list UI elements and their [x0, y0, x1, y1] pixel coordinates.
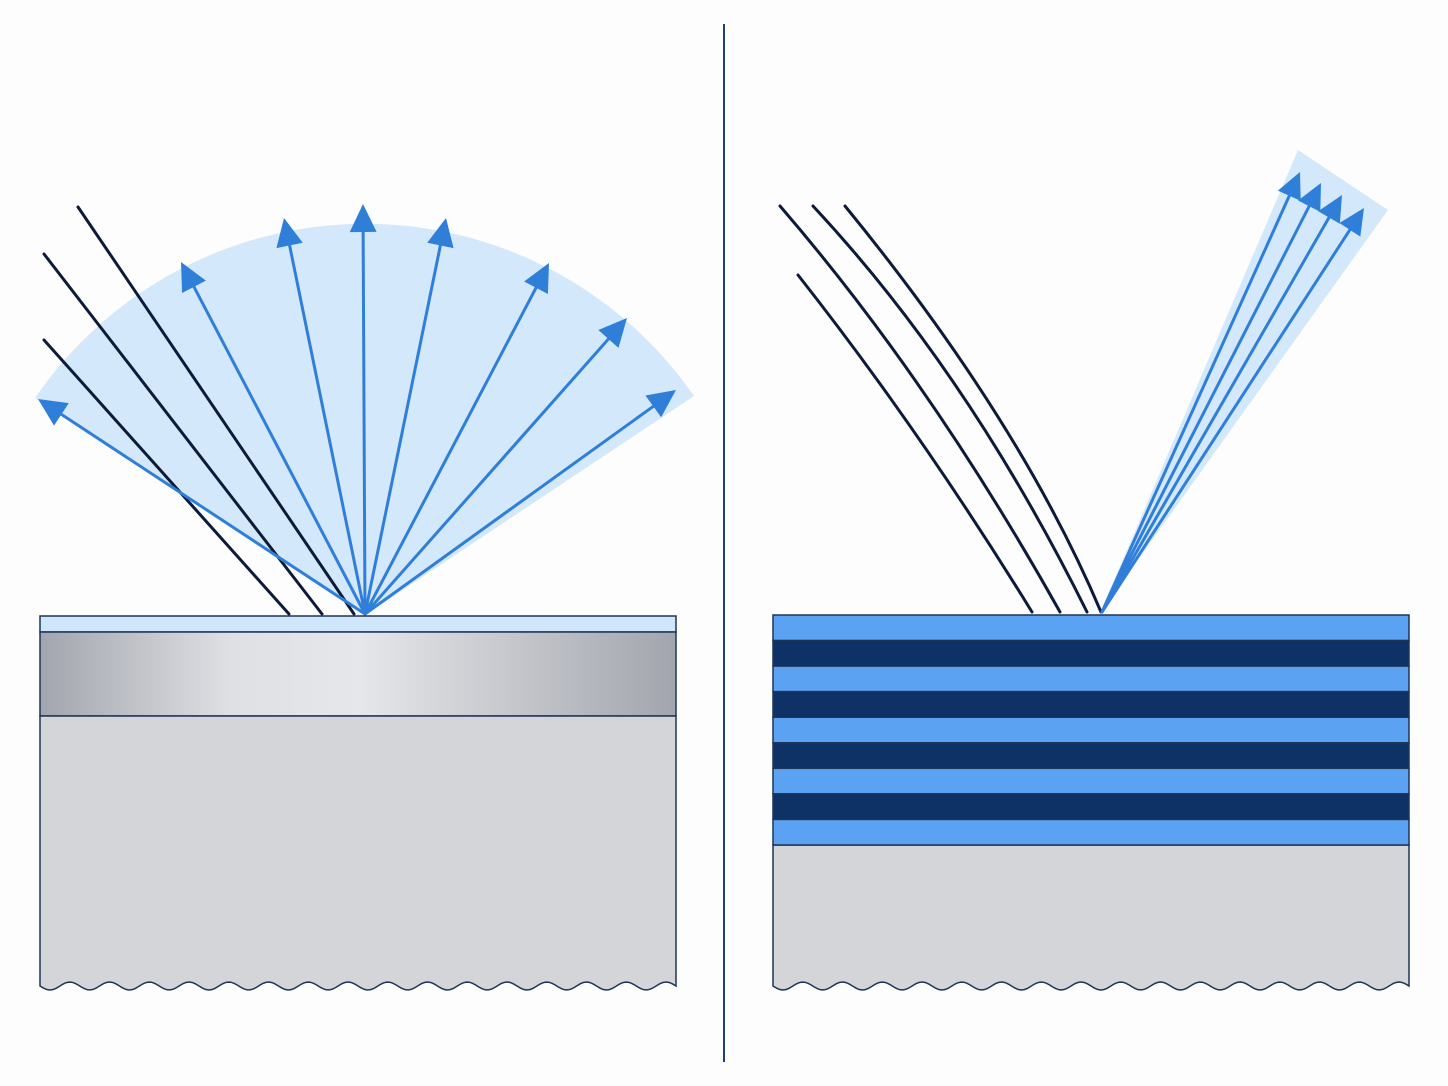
light-layer — [772, 614, 1410, 642]
dark-layer — [772, 742, 1410, 770]
light-layer — [772, 818, 1410, 846]
incident-ray — [76, 205, 356, 616]
reflected-ray-arrow — [1100, 195, 1342, 614]
reflected-ray-arrow — [363, 218, 454, 616]
reflected-ray-arrow — [363, 318, 627, 616]
dark-layer — [772, 793, 1410, 821]
reflected-beam-rays-group — [1100, 172, 1364, 614]
incident-ray — [811, 204, 1089, 614]
surface-coating-layer — [39, 615, 677, 633]
specular-beam-glow — [1100, 150, 1388, 613]
incident-ray — [778, 204, 1062, 614]
incident-ray — [796, 273, 1034, 614]
reflected-ray-arrow — [363, 263, 549, 616]
substrate-block — [39, 715, 677, 991]
incident-ray — [42, 338, 291, 616]
incident-rays-group — [778, 204, 1103, 614]
dark-layer — [772, 690, 1410, 718]
reflected-ray-arrow — [1100, 183, 1321, 614]
incident-ray — [843, 204, 1103, 614]
substrate-block — [772, 844, 1410, 991]
metal-film-layer — [39, 631, 677, 717]
scattered-reflected-rays-group — [38, 204, 676, 616]
left-panel-diffuse-reflection — [35, 204, 694, 991]
reflected-ray-arrow — [1100, 172, 1301, 614]
reflected-ray-arrow — [349, 204, 377, 616]
reflected-ray-arrow — [363, 390, 676, 616]
light-layer — [772, 716, 1410, 744]
reflected-ray-arrow — [1100, 208, 1364, 614]
light-layer — [772, 767, 1410, 795]
reflected-ray-arrow — [181, 262, 367, 616]
dark-layer — [772, 639, 1410, 667]
multilayer-stack — [772, 614, 1410, 846]
reflected-ray-arrow — [38, 399, 367, 616]
light-layer — [772, 665, 1410, 693]
right-panel-specular-reflection — [772, 150, 1410, 991]
reflected-ray-arrow — [276, 218, 367, 616]
